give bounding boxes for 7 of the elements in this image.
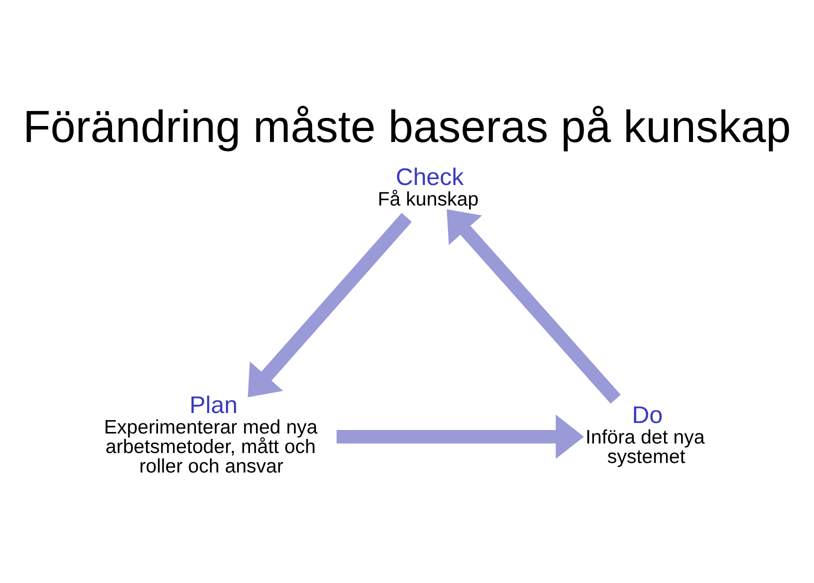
diagram-title: Förändring måste baseras på kunskap (23, 100, 791, 152)
node-text: Do Införa det nya systemet (586, 401, 705, 468)
arrow (248, 212, 412, 397)
arrow (336, 414, 584, 458)
node-text: Plan Experimenterar med nya arbetsmetoder, mått och roller och ansvar (104, 392, 318, 478)
arrow (446, 208, 621, 404)
node-text: Check Få kunskap (378, 164, 479, 210)
